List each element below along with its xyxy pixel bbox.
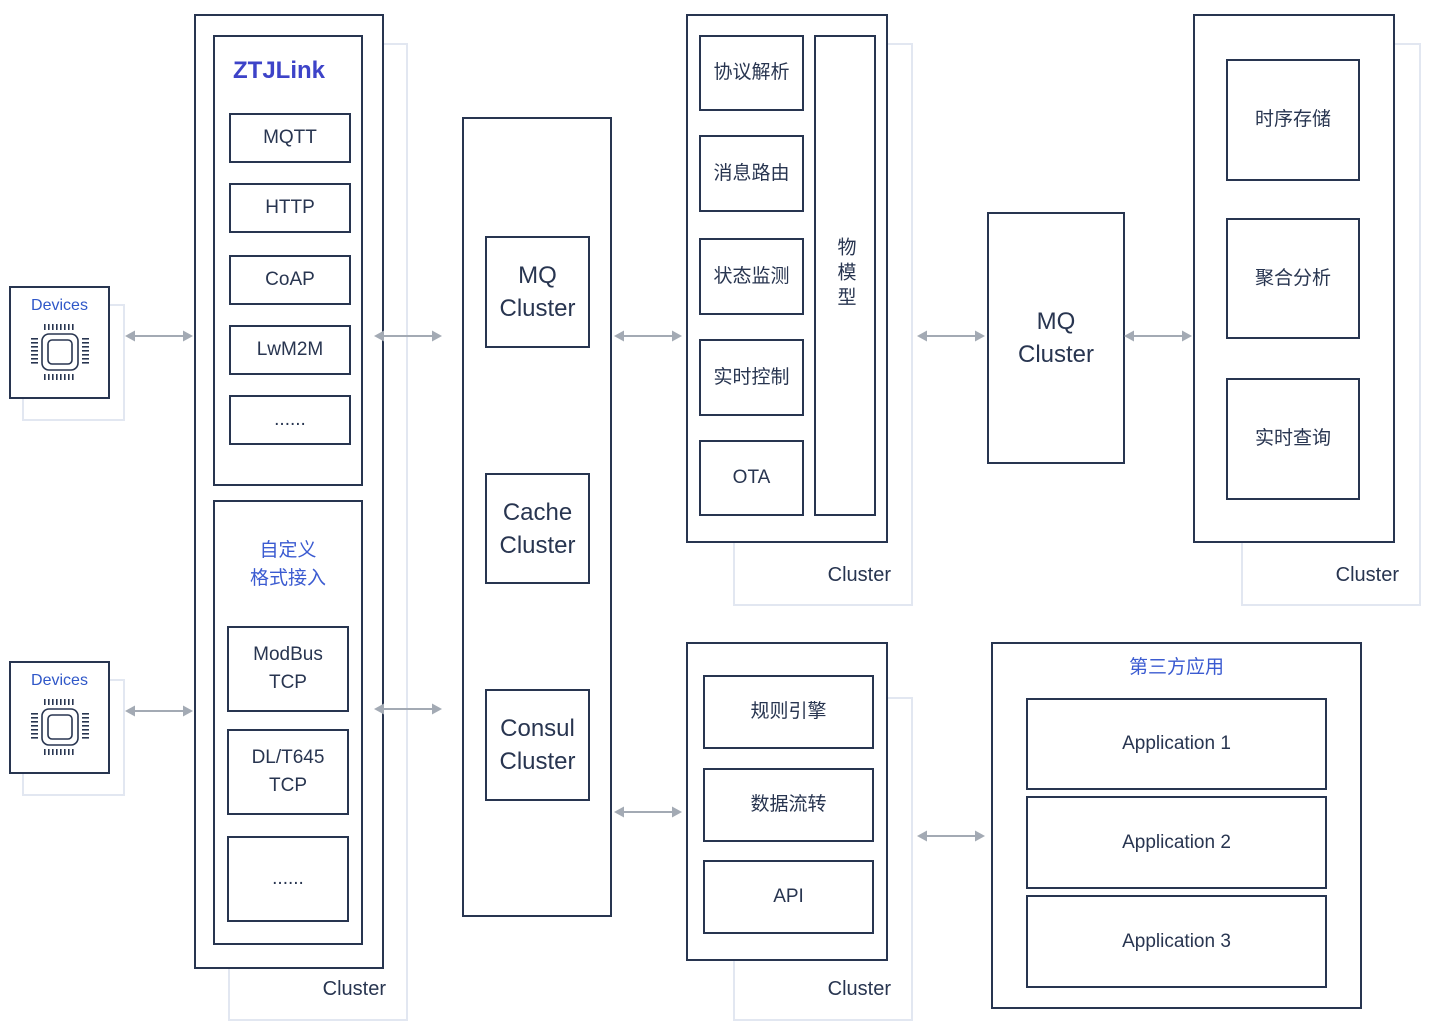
custom-format-group: 自定义 格式接入 (213, 500, 363, 945)
protocol-mqtt[interactable]: MQTT (229, 113, 351, 163)
application-3[interactable]: Application 3 (1026, 895, 1327, 988)
middleware-mq-cluster[interactable]: MQ Cluster (485, 236, 590, 348)
storage-timeseries[interactable]: 时序存储 (1226, 59, 1360, 181)
arrow-middleware-to-rules (614, 805, 682, 819)
cluster-label: Cluster (827, 978, 891, 1000)
service-api[interactable]: API (703, 860, 874, 934)
thing-model-panel[interactable]: 物模型 (814, 35, 876, 516)
service-status-monitor[interactable]: 状态监测 (699, 238, 804, 315)
arrow-mq-to-storage (1124, 329, 1192, 343)
device-label: Devices (31, 672, 88, 689)
protocol-lwm2m[interactable]: LwM2M (229, 325, 351, 375)
protocol-dlt645-tcp[interactable]: DL/T645 TCP (227, 729, 349, 815)
application-1[interactable]: Application 1 (1026, 698, 1327, 790)
service-message-routing[interactable]: 消息路由 (699, 135, 804, 212)
cluster-label: Cluster (322, 978, 386, 1000)
arrow-access-to-middleware-bottom (374, 702, 442, 716)
cluster-label: Cluster (1335, 564, 1399, 586)
device-label: Devices (31, 297, 88, 314)
cluster-label: Cluster (827, 564, 891, 586)
middleware-cache-cluster[interactable]: Cache Cluster (485, 473, 590, 584)
arrow-middleware-to-core (614, 329, 682, 343)
rule-services-container (686, 642, 888, 961)
mq-cluster[interactable]: MQ Cluster (987, 212, 1125, 464)
service-realtime-control[interactable]: 实时控制 (699, 339, 804, 416)
middleware-container (462, 117, 612, 917)
custom-format-title: 自定义 格式接入 (249, 540, 326, 589)
arrow-devices-2-to-access (125, 704, 193, 718)
protocol-http[interactable]: HTTP (229, 183, 351, 233)
device-card-2[interactable]: Devices (9, 661, 110, 774)
arrow-rules-to-third-party (917, 829, 985, 843)
storage-realtime-query[interactable]: 实时查询 (1226, 378, 1360, 500)
service-data-forwarding[interactable]: 数据流转 (703, 768, 874, 842)
protocol-modbus-tcp[interactable]: ModBus TCP (227, 626, 349, 712)
ztjlink-brand: ZTJLink (233, 57, 326, 84)
arrow-access-to-middleware-top (374, 329, 442, 343)
middleware-consul-cluster[interactable]: Consul Cluster (485, 689, 590, 801)
arrow-core-to-mq (917, 329, 985, 343)
third-party-container: 第三方应用 (991, 642, 1362, 1009)
storage-aggregation[interactable]: 聚合分析 (1226, 218, 1360, 339)
application-2[interactable]: Application 2 (1026, 796, 1327, 889)
service-protocol-parse[interactable]: 协议解析 (699, 35, 804, 111)
device-card-1[interactable]: Devices (9, 286, 110, 399)
chip-icon (29, 696, 91, 758)
access-layer-container (194, 14, 384, 969)
core-services-container (686, 14, 888, 543)
service-ota[interactable]: OTA (699, 440, 804, 516)
protocol-custom-more[interactable]: ...... (227, 836, 349, 922)
third-party-title: 第三方应用 (1128, 657, 1224, 678)
chip-icon (29, 321, 91, 383)
arrow-devices-1-to-access (125, 329, 193, 343)
ztjlink-group: ZTJLink (213, 35, 363, 486)
service-rule-engine[interactable]: 规则引擎 (703, 675, 874, 749)
protocol-more[interactable]: ...... (229, 395, 351, 445)
thing-model-label: 物模型 (834, 237, 856, 312)
protocol-coap[interactable]: CoAP (229, 255, 351, 305)
